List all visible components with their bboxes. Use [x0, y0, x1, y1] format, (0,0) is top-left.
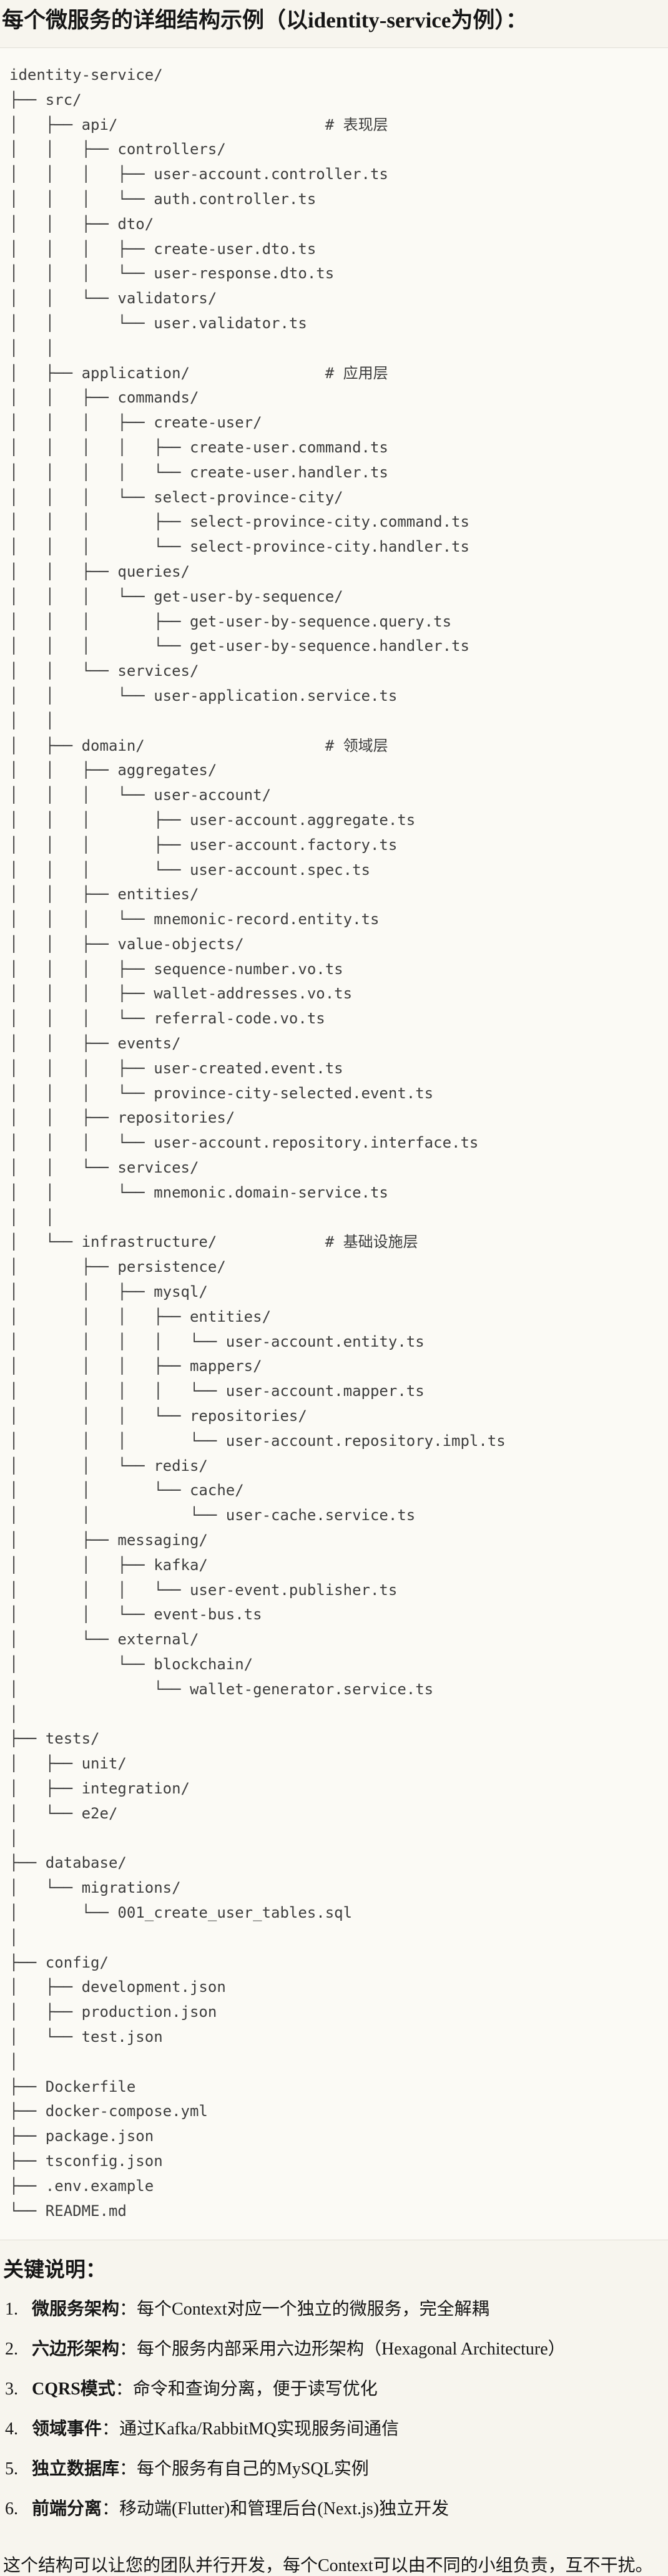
note-label: 六边形架构 [32, 2339, 120, 2359]
note-label: CQRS模式 [32, 2379, 115, 2399]
page-title: 每个微服务的详细结构示例（以identity-service为例）： [2, 8, 528, 32]
note-text: ：每个服务有自己的MySQL实例 [119, 2459, 369, 2479]
key-notes-section: 关键说明： 1. 微服务架构：每个Context对应一个独立的微服务，完全解耦 2… [0, 2240, 668, 2576]
note-text: ：每个服务内部采用六边形架构（Hexagonal Architecture） [119, 2339, 566, 2359]
directory-tree-code-block: identity-service/ ├── src/ │ ├── api/ # … [0, 47, 668, 2241]
note-label: 微服务架构 [32, 2300, 120, 2320]
note-item-microservice-architecture: 1. 微服务架构：每个Context对应一个独立的微服务，完全解耦 [5, 2299, 661, 2320]
note-label: 独立数据库 [32, 2459, 120, 2479]
note-item-domain-events: 4. 领域事件：通过Kafka/RabbitMQ实现服务间通信 [5, 2419, 661, 2439]
note-number: 3. [5, 2379, 18, 2399]
note-text: ：命令和查询分离，便于读写优化 [115, 2379, 378, 2399]
note-text: ：移动端(Flutter)和管理后台(Next.js)独立开发 [102, 2499, 449, 2519]
note-label: 前端分离 [32, 2499, 102, 2519]
note-label: 领域事件 [32, 2419, 102, 2439]
note-text: ：每个Context对应一个独立的微服务，完全解耦 [119, 2300, 489, 2320]
note-text: ：通过Kafka/RabbitMQ实现服务间通信 [102, 2419, 399, 2439]
note-number: 1. [5, 2300, 18, 2320]
note-item-independent-database: 5. 独立数据库：每个服务有自己的MySQL实例 [5, 2459, 661, 2479]
note-item-frontend-separation: 6. 前端分离：移动端(Flutter)和管理后台(Next.js)独立开发 [5, 2499, 661, 2519]
note-number: 4. [5, 2419, 18, 2439]
key-notes-heading: 关键说明： [3, 2259, 106, 2282]
closing-paragraph: 这个结构可以让您的团队并行开发，每个Context可以由不同的小组负责，互不干扰… [3, 2556, 653, 2576]
note-item-cqrs-pattern: 3. CQRS模式：命令和查询分离，便于读写优化 [5, 2379, 661, 2399]
note-number: 5. [5, 2459, 18, 2479]
note-number: 2. [5, 2339, 18, 2359]
note-number: 6. [5, 2499, 18, 2519]
note-item-hexagonal-architecture: 2. 六边形架构：每个服务内部采用六边形架构（Hexagonal Architec… [5, 2339, 661, 2359]
